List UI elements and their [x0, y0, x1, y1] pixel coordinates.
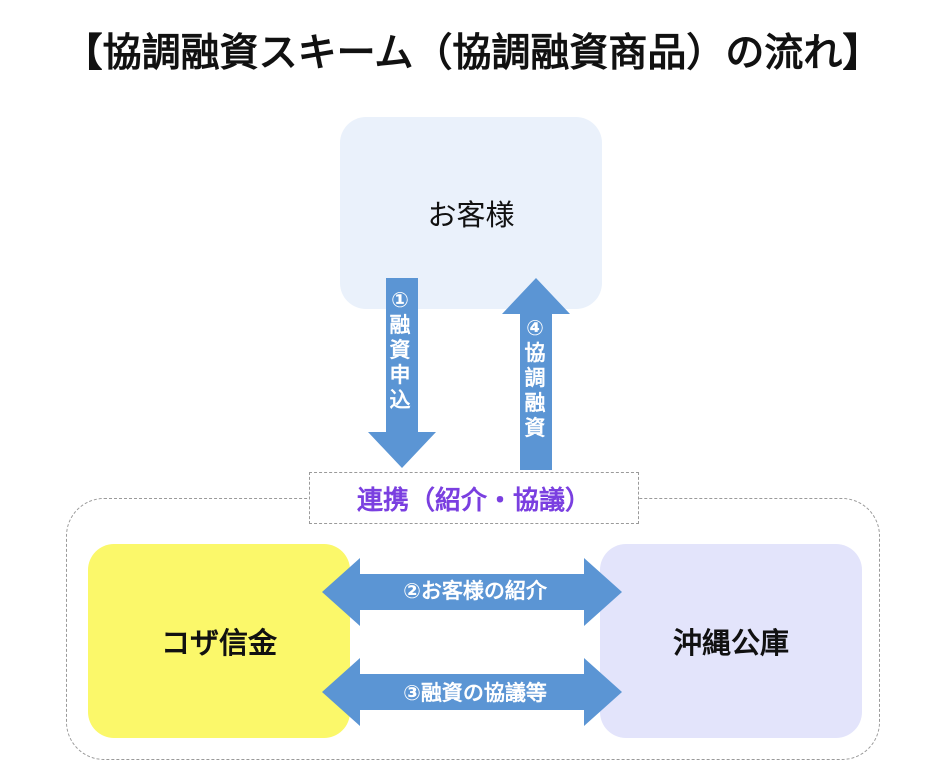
step1-down-arrow: [368, 278, 436, 468]
step4-up-arrow: [502, 278, 570, 470]
koza-shinkin-box: コザ信金: [88, 544, 350, 738]
customer-label: お客様: [427, 198, 515, 232]
cooperation-label: 連携（紹介・協議）: [309, 472, 639, 524]
koza-shinkin-label: コザ信金: [160, 626, 277, 660]
okinawa-koko-label: 沖縄公庫: [672, 626, 789, 660]
step2-double-arrow: [322, 558, 622, 626]
diagram-title: 【協調融資スキーム（協調融資商品）の流れ】: [63, 31, 882, 76]
okinawa-koko-box: 沖縄公庫: [600, 544, 862, 738]
step2-label: ②お客様の紹介: [403, 579, 547, 603]
step3-double-arrow: [322, 658, 622, 726]
step3-label: ③融資の協議等: [403, 681, 547, 705]
step4-label: ④協調融資: [524, 316, 546, 440]
step1-label: ①融資申込: [389, 288, 411, 412]
customer-box: お客様: [340, 117, 602, 309]
